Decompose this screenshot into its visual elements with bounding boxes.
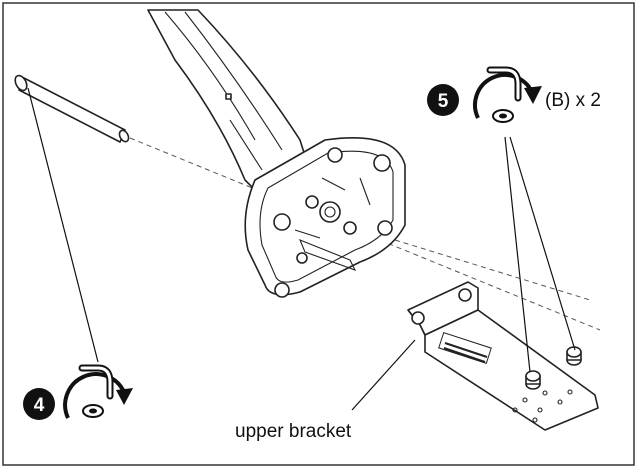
step-4: 4 xyxy=(23,364,133,420)
step-4-number: 4 xyxy=(34,395,45,416)
upper-bracket-label: upper bracket xyxy=(235,421,352,442)
mount-arm xyxy=(147,9,313,206)
hinge-pin xyxy=(14,74,130,143)
screw-b-2 xyxy=(566,346,582,366)
step-5: 5 (B) x 2 xyxy=(427,66,601,123)
upper-bracket xyxy=(407,281,599,431)
allen-key-turn-icon xyxy=(473,66,542,123)
allen-key-turn-icon xyxy=(63,364,133,419)
bracket-label-plate xyxy=(438,332,492,364)
step-5-badge xyxy=(427,84,459,116)
leader-lines xyxy=(27,87,576,411)
screw-count-note: (B) x 2 xyxy=(545,90,601,111)
screw-b-1 xyxy=(525,370,541,390)
mount-head xyxy=(244,137,406,298)
step-4-badge xyxy=(23,388,55,420)
step-5-number: 5 xyxy=(438,91,449,112)
